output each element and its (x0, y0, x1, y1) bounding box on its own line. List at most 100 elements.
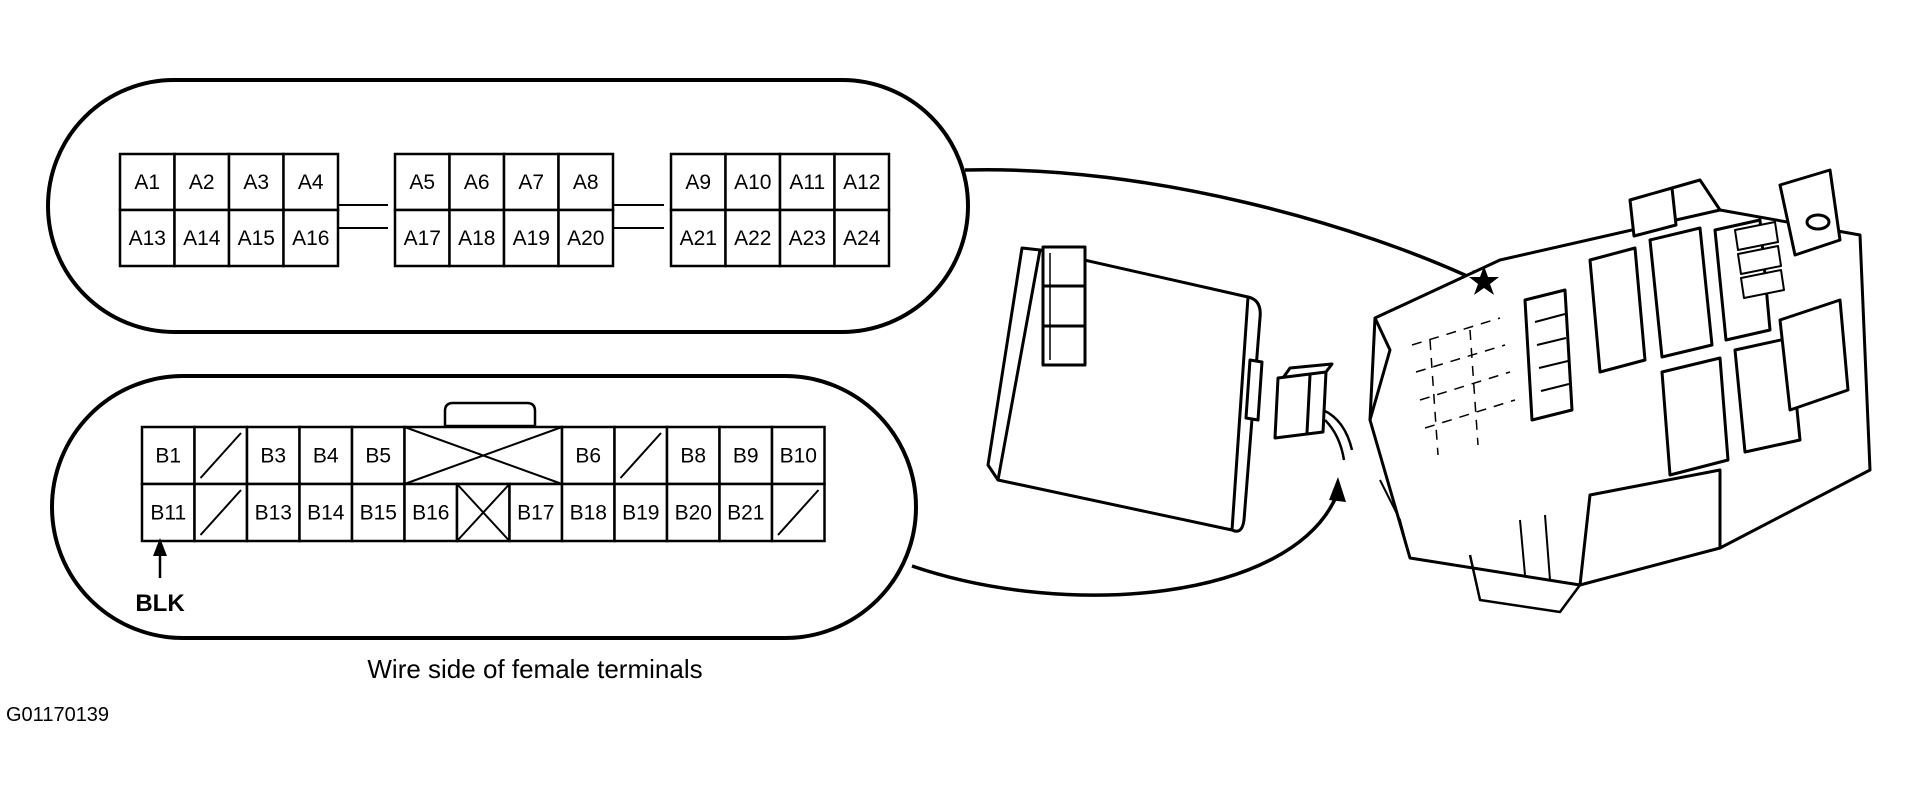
terminal-label: A18 (458, 227, 495, 250)
terminal-label: B21 (727, 502, 764, 525)
blk-arrow-head (153, 538, 167, 556)
terminal-cell: B11 (140, 482, 196, 543)
terminal-cell: B5 (350, 425, 406, 486)
terminal-cell: A21 (669, 208, 727, 268)
diagram-caption: Wire side of female terminals (367, 654, 702, 684)
terminal-cell-blank (193, 425, 249, 486)
terminal-label: B11 (150, 502, 186, 525)
connector-b-bubble (50, 374, 918, 640)
terminal-cell: A15 (227, 208, 285, 268)
control-module-illustration (986, 245, 1264, 533)
terminal-label: A5 (409, 171, 435, 194)
terminal-cell: A10 (724, 152, 782, 212)
terminal-cell: B13 (245, 482, 301, 543)
connector-a-location-marker (1469, 266, 1499, 295)
terminal-label: B4 (313, 445, 339, 468)
terminal-cell: B14 (298, 482, 354, 543)
terminal-cell: A13 (118, 208, 176, 268)
terminal-cell: A2 (173, 152, 231, 212)
terminal-cell: B6 (560, 425, 616, 486)
terminal-cell: B20 (665, 482, 721, 543)
terminal-label: B18 (570, 502, 607, 525)
terminal-cell: B19 (613, 482, 669, 543)
figure-code: G01170139 (6, 704, 109, 726)
terminal-cell: B16 (403, 482, 459, 543)
terminal-cell: B21 (718, 482, 774, 543)
terminal-label: A8 (573, 171, 599, 194)
terminal-cell: B10 (770, 425, 826, 486)
terminal-cell: A12 (833, 152, 891, 212)
terminal-label: A10 (734, 171, 771, 194)
terminal-cell: A5 (393, 152, 451, 212)
terminal-label: A16 (292, 227, 329, 250)
terminal-label: B15 (360, 502, 397, 525)
connector-b-locking-tab (443, 401, 537, 428)
terminal-label: B8 (680, 445, 706, 468)
terminal-label: A2 (189, 171, 215, 194)
terminal-label: B17 (517, 502, 554, 525)
terminal-cell: B3 (245, 425, 301, 486)
terminal-cell: A22 (724, 208, 782, 268)
terminal-label: A3 (243, 171, 269, 194)
connector-b-leader-line (911, 496, 1338, 597)
terminal-label: B16 (412, 502, 449, 525)
terminal-label: A1 (134, 171, 160, 194)
terminal-label: A15 (238, 227, 275, 250)
terminal-cell: A3 (227, 152, 285, 212)
terminal-cell-blank (770, 482, 826, 543)
terminal-label: B13 (255, 502, 292, 525)
terminal-label: A22 (734, 227, 771, 250)
terminal-label: B1 (155, 445, 181, 468)
connector-a-leader-line (964, 167, 1481, 284)
terminal-cell: A16 (282, 208, 340, 268)
terminal-label: A20 (567, 227, 604, 250)
connector-b-leader-arrowhead (1329, 477, 1346, 502)
wire-color-label: BLK (135, 590, 185, 617)
terminal-cell: A4 (282, 152, 340, 212)
terminal-label: A19 (513, 227, 550, 250)
terminal-label: A12 (843, 171, 880, 194)
terminal-cell: B18 (560, 482, 616, 543)
terminal-label: A24 (843, 227, 881, 250)
terminal-cell: B17 (508, 482, 564, 543)
terminal-label: B5 (365, 445, 391, 468)
terminal-label: A9 (685, 171, 711, 194)
terminal-label: B19 (622, 502, 659, 525)
terminal-label: A23 (789, 227, 826, 250)
terminal-label: B9 (733, 445, 759, 468)
terminal-label: A13 (129, 227, 166, 250)
terminal-label: B6 (575, 445, 601, 468)
terminal-cell-blank (455, 482, 511, 543)
terminal-cell: A6 (448, 152, 506, 212)
terminal-cell: A23 (778, 208, 836, 268)
terminal-cell-blank (193, 482, 249, 543)
terminal-cell: B8 (665, 425, 721, 486)
terminal-cell: A20 (557, 208, 615, 268)
connector-a-bubble (46, 78, 970, 334)
terminal-cell: A19 (502, 208, 560, 268)
terminal-cell: A18 (448, 208, 506, 268)
terminal-cell: A8 (557, 152, 615, 212)
terminal-label: A4 (298, 171, 324, 194)
terminal-label: A14 (183, 227, 221, 250)
terminal-cell: A14 (173, 208, 231, 268)
harness-plug-illustration (1273, 362, 1354, 461)
terminal-label: A7 (518, 171, 544, 194)
fuse-relay-box-illustration (1368, 168, 1872, 614)
terminal-cell: A9 (669, 152, 727, 212)
terminal-label: B10 (780, 445, 817, 468)
terminal-cell: B9 (718, 425, 774, 486)
terminal-cell: A11 (778, 152, 836, 212)
terminal-cell-blank (403, 425, 564, 486)
terminal-label: A6 (464, 171, 490, 194)
terminal-label: A17 (404, 227, 441, 250)
terminal-label: B3 (260, 445, 286, 468)
terminal-label: B20 (675, 502, 712, 525)
terminal-cell: A24 (833, 208, 891, 268)
terminal-cell: A7 (502, 152, 560, 212)
terminal-cell: A1 (118, 152, 176, 212)
terminal-cell: B4 (298, 425, 354, 486)
terminal-cell: B15 (350, 482, 406, 543)
